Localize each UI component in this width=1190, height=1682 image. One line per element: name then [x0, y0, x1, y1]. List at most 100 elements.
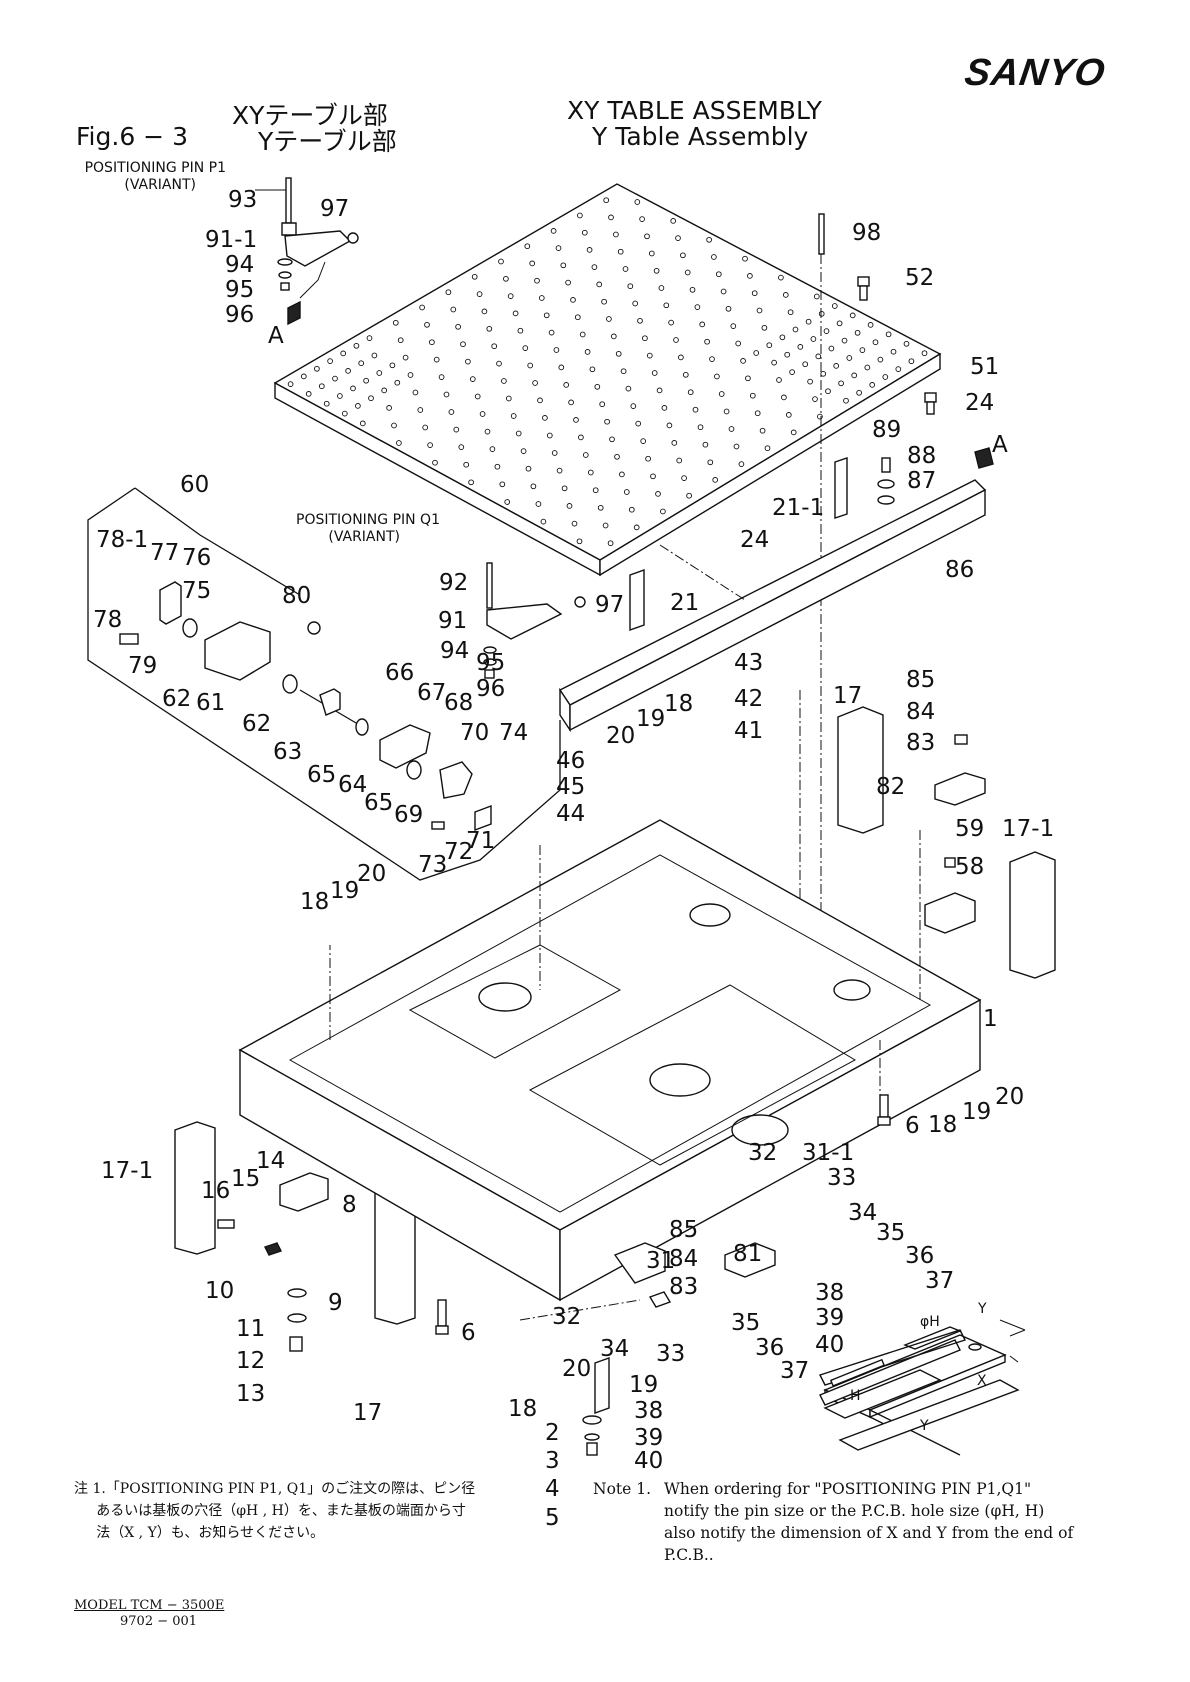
- part-label: 41: [734, 718, 763, 744]
- part-label: 59: [955, 816, 984, 842]
- brackets: [724, 734, 986, 1278]
- part-label: 58: [955, 854, 984, 880]
- inset-label-y-bottom: Y: [919, 1418, 929, 1434]
- view-marker-a-right: A: [992, 432, 1008, 458]
- model-number: MODEL TCM − 3500E: [74, 1598, 225, 1613]
- assembly-lines: [329, 544, 921, 1321]
- part-label: 24: [740, 527, 769, 553]
- part-label: 42: [734, 686, 763, 712]
- part-label: 62: [162, 686, 191, 712]
- part-label: 24: [965, 390, 994, 416]
- part-label: 73: [418, 852, 447, 878]
- part-label: 96: [225, 302, 254, 328]
- guide-rail: [558, 447, 994, 733]
- part-label: 15: [231, 1166, 260, 1192]
- part-label: 94: [225, 252, 254, 278]
- part-label: 89: [872, 417, 901, 443]
- part-label: 17: [353, 1400, 382, 1426]
- part-label: 39: [634, 1425, 663, 1451]
- part-label: 65: [364, 790, 393, 816]
- inset-label-x: X: [977, 1373, 987, 1389]
- part-label: 21: [670, 590, 699, 616]
- part-label: 36: [755, 1335, 784, 1361]
- part-label: 16: [201, 1178, 230, 1204]
- part-label: 36: [905, 1243, 934, 1269]
- part-label: 17-1: [1002, 816, 1054, 842]
- part-label: 69: [394, 802, 423, 828]
- title-jp-line1: XYテーブル部: [232, 101, 388, 130]
- part-label: 17-1: [101, 1158, 153, 1184]
- part-label: 93: [228, 187, 257, 213]
- table-plate: [273, 183, 942, 577]
- part-label: 2: [545, 1420, 560, 1446]
- part-label: 78-1: [96, 527, 148, 553]
- part-label: 34: [848, 1200, 877, 1226]
- callout-pin-p1: POSITIONING PIN P1 (VARIANT): [70, 160, 226, 194]
- part-label: 83: [906, 730, 935, 756]
- part-label: 81: [733, 1241, 762, 1267]
- part-label: 45: [556, 774, 585, 800]
- part-label: 76: [182, 545, 211, 571]
- part-label: 82: [876, 774, 905, 800]
- part-label: 19: [636, 706, 665, 732]
- part-label: 77: [150, 540, 179, 566]
- callout-pin-p1-name: POSITIONING PIN P1: [84, 160, 226, 176]
- callout-pin-p1-variant: (VARIANT): [124, 177, 196, 193]
- part-label: 5: [545, 1505, 560, 1531]
- part-label: 9: [328, 1290, 343, 1316]
- part-label: 87: [907, 468, 936, 494]
- figure-number: Fig.6 − 3: [76, 122, 188, 151]
- part-label: 18: [508, 1396, 537, 1422]
- part-label: 65: [307, 762, 336, 788]
- callout-pin-q1: POSITIONING PIN Q1 (VARIANT): [270, 512, 440, 546]
- part-label: 80: [282, 583, 311, 609]
- note-english-prefix: Note 1.: [593, 1480, 652, 1498]
- part-label: 20: [562, 1356, 591, 1382]
- hardware-small: [217, 1094, 891, 1456]
- part-label: 19: [962, 1099, 991, 1125]
- part-label: 68: [444, 690, 473, 716]
- title-jp-line2: Yテーブル部: [258, 127, 397, 156]
- part-label: 66: [385, 660, 414, 686]
- part-label: 83: [669, 1274, 698, 1300]
- part-label: 35: [876, 1220, 905, 1246]
- part-label: 4: [545, 1476, 560, 1502]
- part-label: 40: [815, 1332, 844, 1358]
- part-label: 34: [600, 1336, 629, 1362]
- part-label: 8: [342, 1192, 357, 1218]
- part-label: 3: [545, 1448, 560, 1474]
- part-label: 71: [466, 828, 495, 854]
- title-en-line2: Y Table Assembly: [592, 122, 809, 151]
- part-label: 10: [205, 1278, 234, 1304]
- part-label: 95: [476, 650, 505, 676]
- part-label: 38: [634, 1398, 663, 1424]
- base-frame: [238, 819, 982, 1302]
- part-label: 18: [664, 691, 693, 717]
- part-label: 97: [320, 196, 349, 222]
- callout-pin-q1-variant: (VARIANT): [328, 529, 400, 545]
- part-label: 13: [236, 1381, 265, 1407]
- part-label: 51: [970, 354, 999, 380]
- part-label: 37: [925, 1268, 954, 1294]
- part-label: 37: [780, 1358, 809, 1384]
- part-label: 46: [556, 748, 585, 774]
- part-label: 31: [646, 1248, 675, 1274]
- part-label: 84: [669, 1246, 698, 1272]
- pin-p1-assembly: [255, 177, 359, 326]
- document-code: 9702 − 001: [120, 1614, 198, 1629]
- part-label: 19: [330, 878, 359, 904]
- part-label: 60: [180, 472, 209, 498]
- block-21: [629, 569, 645, 631]
- linear-guide-blocks: [174, 706, 1056, 1325]
- part-label: 67: [417, 680, 446, 706]
- part-label: 78: [93, 607, 122, 633]
- part-label: 85: [906, 667, 935, 693]
- part-label: 31-1: [802, 1140, 854, 1166]
- part-label: 52: [905, 265, 934, 291]
- part-label: 75: [182, 578, 211, 604]
- part-label: 18: [928, 1112, 957, 1138]
- inset-label-h: H: [850, 1388, 861, 1404]
- part-label: 11: [236, 1316, 265, 1342]
- part-label: 6: [905, 1113, 920, 1139]
